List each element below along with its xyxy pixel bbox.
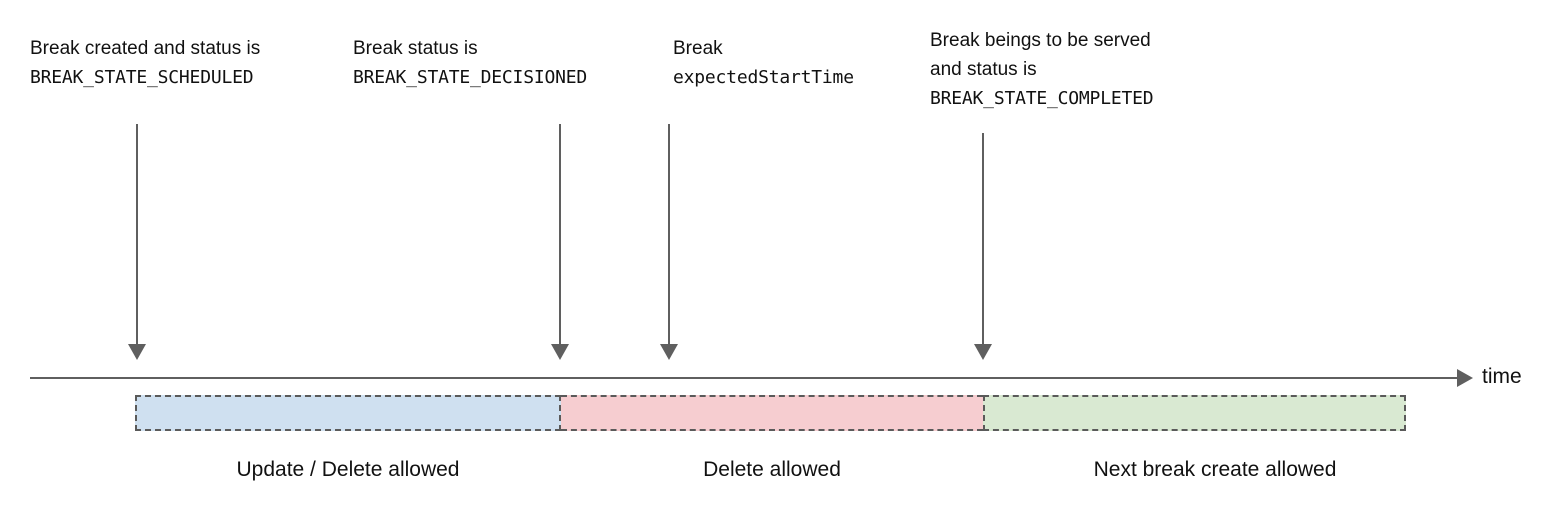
annotation-code-line: BREAK_STATE_DECISIONED bbox=[353, 67, 588, 88]
arrow-down-icon-break-served bbox=[982, 133, 984, 345]
annotation-prose-line: Break status is bbox=[353, 38, 478, 59]
annotation-break-created: Break created and status is BREAK_STATE_… bbox=[30, 34, 260, 92]
phase-bar-scheduled bbox=[135, 395, 561, 431]
annotation-code-line: BREAK_STATE_COMPLETED bbox=[930, 88, 1154, 109]
phase-bar-decisioned bbox=[559, 395, 985, 431]
caption-next-break-create-allowed: Next break create allowed bbox=[1093, 458, 1337, 481]
arrow-right-icon bbox=[1457, 369, 1473, 387]
annotation-prose-line: Break created and status is bbox=[30, 38, 261, 59]
time-axis-line bbox=[30, 377, 1464, 379]
caption-update-delete-allowed: Update / Delete allowed bbox=[236, 458, 460, 481]
annotation-prose-line: and status is bbox=[930, 59, 1037, 80]
annotation-code-line: expectedStartTime bbox=[673, 67, 854, 88]
annotation-prose-line: Break bbox=[673, 38, 723, 59]
caption-delete-allowed: Delete allowed bbox=[703, 458, 841, 481]
time-axis-label: time bbox=[1482, 365, 1522, 388]
annotation-prose-line: Break beings to be served bbox=[930, 30, 1151, 51]
annotation-code-line: BREAK_STATE_SCHEDULED bbox=[30, 67, 254, 88]
arrow-down-icon-break-decisioned bbox=[559, 124, 561, 345]
annotation-break-served: Break beings to be served and status is … bbox=[930, 26, 1154, 113]
annotation-break-decisioned: Break status is BREAK_STATE_DECISIONED bbox=[353, 34, 587, 92]
phase-bar-completed bbox=[983, 395, 1406, 431]
arrow-down-icon-expected-start-time bbox=[668, 124, 670, 345]
annotation-expected-start-time: Break expectedStartTime bbox=[673, 34, 854, 92]
arrow-down-icon-break-created bbox=[136, 124, 138, 345]
